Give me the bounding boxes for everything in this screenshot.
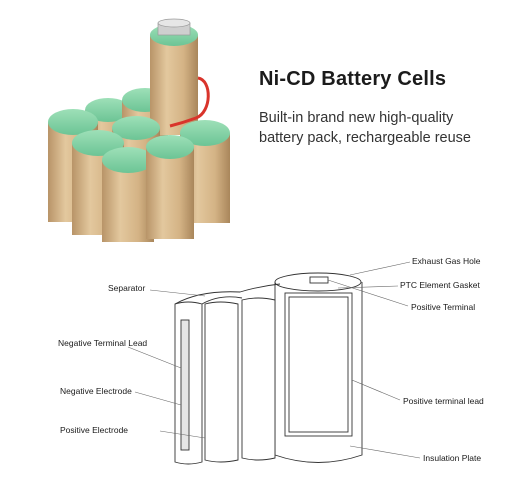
battery-pack-photo <box>48 18 230 242</box>
cell-front-mid <box>102 147 154 242</box>
battery-can <box>274 282 363 463</box>
sheet-3 <box>241 297 276 461</box>
label-ptc-element-gasket: PTC Element Gasket <box>400 280 480 290</box>
label-positive-terminal-lead: Positive terminal lead <box>403 396 484 406</box>
label-negative-electrode: Negative Electrode <box>60 386 132 396</box>
inner-plate <box>284 292 353 437</box>
product-subtitle-line-1: Built-in brand new high-quality <box>259 110 454 126</box>
cell-front-right <box>146 135 194 239</box>
can-top <box>274 272 362 292</box>
sheet-2 <box>204 301 239 463</box>
negative-terminal-lead-strip <box>180 319 190 451</box>
product-title: Ni-CD Battery Cells <box>259 68 447 90</box>
label-exhaust-gas-hole: Exhaust Gas Hole <box>412 256 481 266</box>
label-insulation-plate: Insulation Plate <box>423 453 481 463</box>
label-positive-electrode: Positive Electrode <box>60 425 128 435</box>
label-separator: Separator <box>108 283 145 293</box>
label-positive-terminal: Positive Terminal <box>411 302 475 312</box>
label-negative-terminal-lead: Negative Terminal Lead <box>58 338 147 348</box>
product-subtitle-line-2: battery pack, rechargeable reuse <box>259 130 471 146</box>
red-wire <box>169 76 210 128</box>
cell-raised <box>150 18 198 135</box>
positive-terminal <box>309 276 329 284</box>
